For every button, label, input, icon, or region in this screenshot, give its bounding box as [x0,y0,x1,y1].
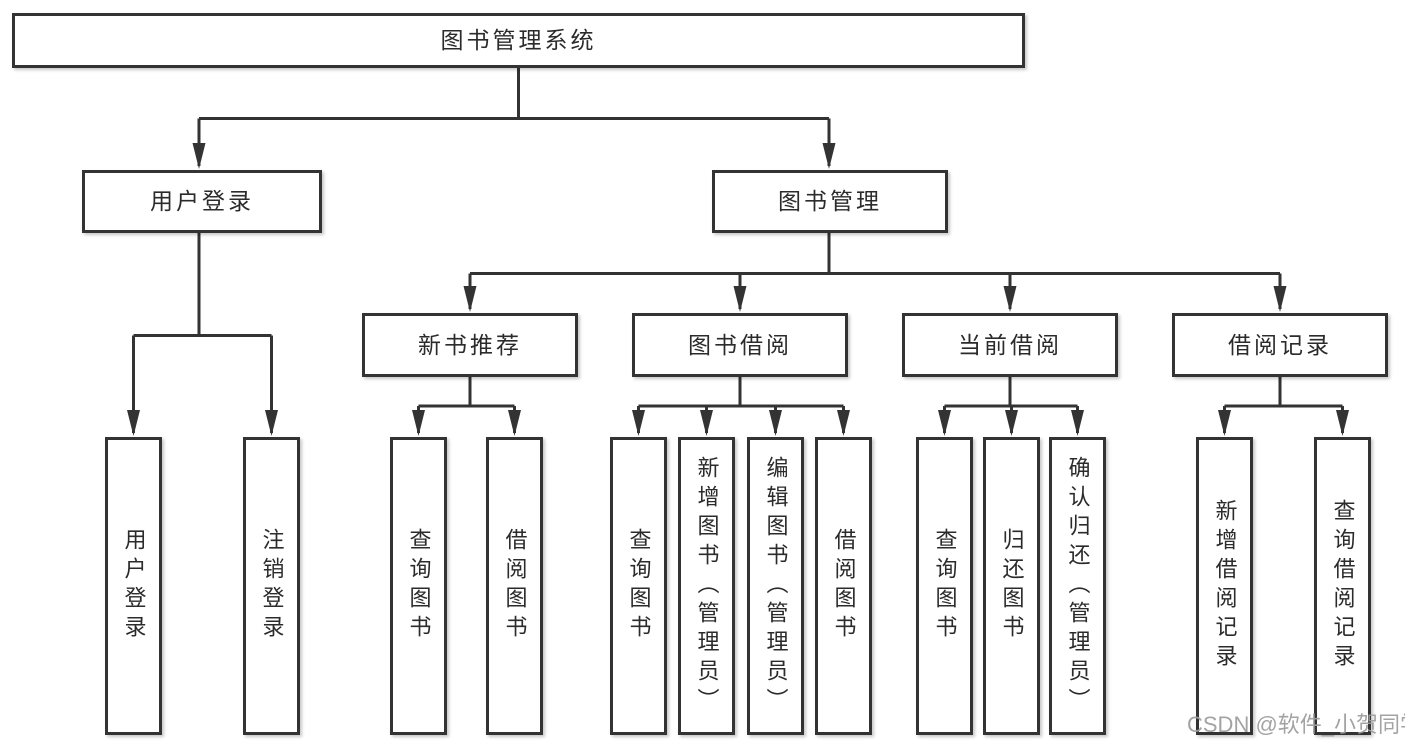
node-borrowing-records: 借阅记录 [1172,313,1388,377]
leaf-rec-borrow-books-label: 借阅图书 [502,528,528,644]
csdn-watermark: CSDN @软件_小贺同学 [1187,712,1405,737]
leaf-records-add-record: 新增借阅记录 [1196,437,1253,735]
node-user-login-label: 用户登录 [150,188,254,214]
leaf-current-return-books-label: 归还图书 [999,528,1025,644]
node-current-borrowing: 当前借阅 [902,313,1118,377]
leaf-borrow-borrow-books: 借阅图书 [815,437,872,735]
node-new-book-recommend-label: 新书推荐 [418,331,522,358]
leaf-current-confirm-return-admin: 确认归还（管理员） [1049,437,1106,735]
leaf-logout: 注销登录 [243,437,300,735]
connector-book-management-children [463,233,1287,312]
node-root-label: 图书管理系统 [440,27,597,53]
leaf-rec-borrow-books: 借阅图书 [486,437,543,735]
leaf-borrow-query-books: 查询图书 [610,437,667,735]
leaf-records-query-record-label: 查询借阅记录 [1330,499,1356,673]
leaf-logout-label: 注销登录 [259,528,285,644]
connector-new-book-children [412,377,521,436]
leaf-borrow-add-books-admin-label: 新增图书（管理员） [694,455,720,717]
leaf-rec-query-books: 查询图书 [390,437,447,735]
leaf-borrow-add-books-admin: 新增图书（管理员） [678,437,735,735]
leaf-rec-query-books-label: 查询图书 [406,528,432,644]
node-user-login: 用户登录 [82,170,322,233]
connector-current-borrowing-children [938,377,1084,436]
connector-root-to-level2 [192,68,836,169]
leaf-current-query-books-label: 查询图书 [932,528,958,644]
leaf-records-query-record: 查询借阅记录 [1314,437,1371,735]
leaf-records-add-record-label: 新增借阅记录 [1212,499,1238,673]
node-book-management-label: 图书管理 [778,188,882,214]
leaf-borrow-query-books-label: 查询图书 [626,528,652,644]
node-book-management: 图书管理 [712,170,948,233]
node-book-borrowing-label: 图书借阅 [688,331,792,358]
leaf-user-login: 用户登录 [105,437,162,735]
node-book-borrowing: 图书借阅 [632,313,848,377]
connector-user-login-children [127,233,278,436]
connector-borrowing-records-children [1218,377,1349,436]
node-root: 图书管理系统 [12,13,1025,68]
leaf-current-query-books: 查询图书 [916,437,973,735]
node-current-borrowing-label: 当前借阅 [958,331,1062,358]
node-new-book-recommend: 新书推荐 [362,313,578,377]
connector-book-borrowing-children [632,377,850,436]
leaf-current-return-books: 归还图书 [983,437,1040,735]
leaf-current-confirm-return-admin-label: 确认归还（管理员） [1065,455,1091,717]
leaf-borrow-borrow-books-label: 借阅图书 [831,528,857,644]
node-borrowing-records-label: 借阅记录 [1228,331,1332,358]
leaf-borrow-edit-books-admin: 编辑图书（管理员） [747,437,804,735]
leaf-borrow-edit-books-admin-label: 编辑图书（管理员） [763,455,789,717]
leaf-user-login-label: 用户登录 [121,528,147,644]
